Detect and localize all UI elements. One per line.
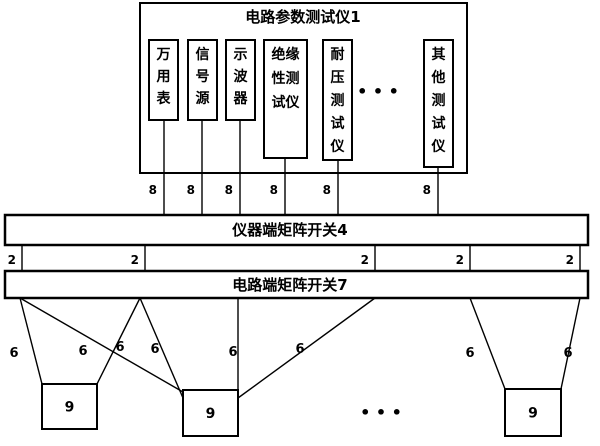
instrument-box-3 — [225, 39, 256, 121]
circuit-box-3 — [504, 388, 562, 437]
link-bus-label-1: 2 — [8, 253, 16, 267]
link-bus-label-4: 2 — [456, 253, 464, 267]
instrument-box-6 — [423, 39, 454, 168]
circuit-box-1 — [41, 383, 98, 430]
instrument-label-4-3: 试仪 — [272, 94, 301, 111]
instrument-ellipsis: • • • — [357, 82, 399, 101]
circuit-matrix-switch — [3, 269, 590, 300]
circuit-label-1: 9 — [65, 400, 75, 416]
circuit-wire-3 — [96, 297, 141, 385]
instrument-matrix-switch — [3, 213, 590, 247]
circuit-wire-2 — [19, 297, 184, 393]
instrument-bus-label-6: 8 — [423, 183, 431, 197]
instrument-label-3-3: 器 — [233, 91, 249, 107]
circuit-matrix-label: 电路端矩阵开关7 — [232, 276, 347, 294]
circuit-bus-label-3: 6 — [115, 340, 124, 355]
instrument-label-1-3: 表 — [156, 90, 172, 107]
instrument-label-1-2: 用 — [157, 69, 171, 85]
link-bus-label-5: 2 — [566, 253, 574, 267]
instrument-bus-label-1: 8 — [149, 183, 157, 197]
link-bus-label-3: 2 — [361, 253, 369, 267]
instrument-label-5-5: 仪 — [330, 139, 346, 155]
circuit-bus-label-5: 6 — [228, 345, 237, 360]
instrument-label-6-5: 仪 — [431, 139, 447, 155]
analyzer-title: 电路参数测试仪1 — [245, 8, 360, 26]
instrument-label-4-2: 性测 — [272, 70, 300, 87]
circuit-wire-1 — [19, 297, 43, 385]
circuit-bus-label-6: 6 — [295, 342, 304, 357]
instrument-matrix-label: 仪器端矩阵开关4 — [231, 221, 347, 239]
instrument-label-6-3: 测 — [432, 92, 446, 109]
circuit-bus-label-7: 6 — [465, 346, 474, 361]
instrument-label-3-2: 波 — [234, 68, 249, 85]
instrument-bus-label-5: 8 — [323, 183, 331, 197]
instrument-label-6-4: 试 — [432, 115, 446, 132]
instrument-label-5-2: 压 — [331, 70, 345, 86]
instrument-bus-label-3: 8 — [225, 183, 233, 197]
circuit-wire-6 — [237, 297, 376, 399]
instrument-label-2-2: 号 — [196, 69, 210, 85]
instrument-label-5-1: 耐 — [331, 46, 345, 63]
link-bus-group: 2 2 2 2 2 — [8, 245, 581, 271]
instrument-box-2 — [187, 39, 218, 121]
circuit-label-3: 9 — [528, 406, 538, 422]
instrument-label-1-1: 万 — [156, 47, 171, 63]
circuit-box-2 — [182, 389, 239, 437]
instrument-label-4-1: 绝缘 — [272, 46, 300, 63]
link-bus-label-2: 2 — [131, 253, 139, 267]
circuit-group: 9 9 9 — [41, 383, 562, 437]
instrument-label-3-1: 示 — [234, 47, 248, 63]
circuit-bus-label-8: 6 — [563, 346, 572, 361]
circuit-wire-8 — [560, 297, 581, 390]
circuit-bus-label-1: 6 — [9, 346, 18, 361]
circuit-wire-4 — [139, 297, 184, 399]
instrument-bus-group: 8 8 8 8 8 8 — [149, 120, 439, 215]
circuit-ellipsis: • • • — [360, 403, 402, 422]
instrument-label-5-4: 试 — [331, 115, 345, 132]
circuit-bus-group: 6 6 6 6 6 6 6 6 — [9, 297, 581, 399]
instrument-label-2-1: 信 — [196, 46, 210, 63]
instrument-label-6-2: 他 — [431, 69, 446, 86]
instrument-bus-label-4: 8 — [270, 183, 278, 197]
instrument-bus-label-2: 8 — [187, 183, 195, 197]
instrument-label-2-3: 源 — [196, 90, 210, 107]
circuit-bus-label-2: 6 — [78, 344, 87, 359]
circuit-wire-7 — [469, 297, 506, 390]
instrument-label-5-3: 测 — [331, 92, 345, 109]
circuit-bus-label-4: 6 — [150, 342, 159, 357]
instrument-label-6-1: 其 — [432, 47, 446, 63]
circuit-label-2: 9 — [206, 406, 216, 422]
